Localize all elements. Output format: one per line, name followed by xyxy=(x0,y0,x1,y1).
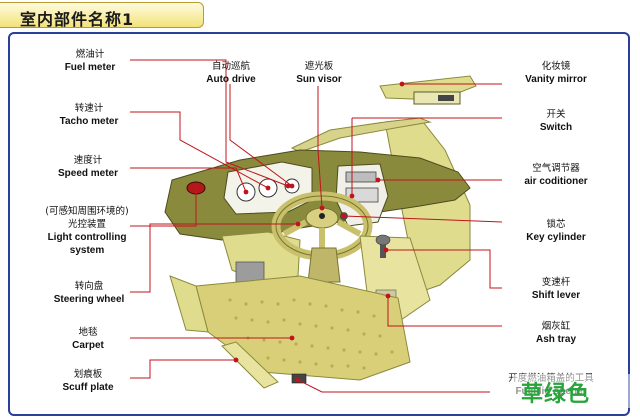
label-speed-meter: 速度计 Speed meter xyxy=(57,155,119,179)
scuff-plate-shape xyxy=(221,341,279,389)
label-key-cylinder: 锁芯 Key cylinder xyxy=(526,219,586,243)
label-vanity-mirror: 化妆镜 Vanity mirror xyxy=(525,61,587,85)
watermark-text: 草绿色 xyxy=(521,382,591,407)
label-scuff-plate: 划痕板 Scuff plate xyxy=(62,369,114,393)
label-sun-visor: 遮光板 Sun visor xyxy=(296,61,342,85)
label-tacho-meter: 转速计 Tacho meter xyxy=(59,103,119,127)
windshield-frame xyxy=(290,117,432,153)
hvac-controls xyxy=(345,187,379,203)
watermark: 草绿色 xyxy=(513,374,633,408)
label-switch: 开关 Switch xyxy=(539,109,573,133)
steering-column xyxy=(307,247,341,283)
label-auto-drive: 自动巡航 Auto drive xyxy=(206,61,256,85)
carpet-texture xyxy=(228,298,394,370)
shift-lever-shape xyxy=(380,240,386,258)
pedal-area xyxy=(235,261,265,283)
label-air-conditioner: 空气调节器 air coditioner xyxy=(524,163,588,187)
steering-emblem xyxy=(319,213,325,219)
title-banner: 室内部件名称1 xyxy=(0,2,204,29)
label-shift-lever: 变速杆 Shift lever xyxy=(531,277,581,301)
callout-dots xyxy=(193,81,405,383)
label-ash-tray: 烟灰缸 Ash tray xyxy=(535,321,576,345)
label-carpet: 地毯 Carpet xyxy=(72,327,104,351)
door-sill-left xyxy=(169,275,209,333)
label-fuel-meter: 燃油计 Fuel meter xyxy=(64,49,116,73)
ac-vent xyxy=(345,171,377,183)
label-steering-wheel: 转向盘 Steering wheel xyxy=(53,281,125,305)
page-title: 室内部件名称1 xyxy=(20,10,135,29)
diagram-frame xyxy=(8,32,630,416)
callout-lines xyxy=(130,59,503,393)
carpet-shape xyxy=(195,275,411,381)
label-light-controlling-system: (可感知周围环境的) 光控装置 Light controlling system xyxy=(45,206,129,256)
